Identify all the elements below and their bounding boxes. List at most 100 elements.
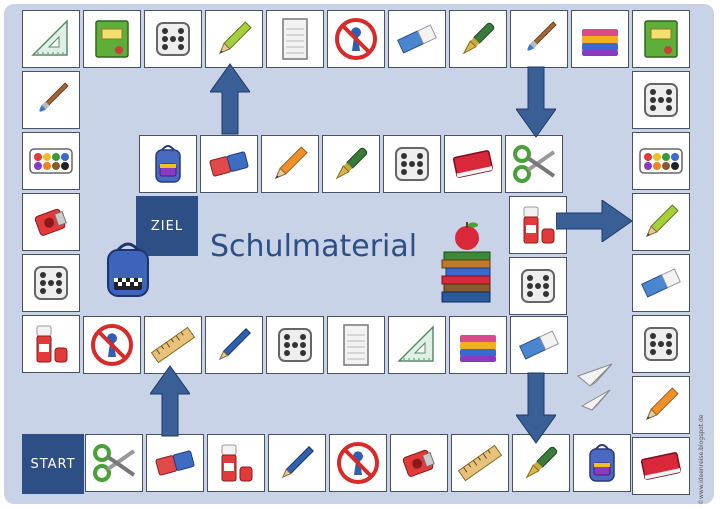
pencil-green-icon	[218, 21, 252, 55]
eraser-blue-icon	[641, 268, 681, 298]
paint-palette-icon	[639, 148, 683, 174]
board-field-pencil-orange[interactable]	[632, 376, 690, 434]
board-field-backpack[interactable]	[573, 434, 631, 492]
board-field-pencil-green[interactable]	[632, 193, 690, 251]
ruler-triangle-icon	[397, 325, 434, 362]
dice-icon	[644, 327, 678, 361]
eraser-red-blue-icon	[209, 151, 249, 177]
backpack-icon	[589, 444, 615, 482]
glue-stick-icon	[523, 206, 555, 244]
dice-icon	[278, 328, 312, 362]
board-field-fountain-pen[interactable]	[322, 135, 380, 193]
board-field-ruler-triangle[interactable]	[388, 316, 446, 374]
dice-icon	[644, 83, 678, 117]
board-field-fountain-pen[interactable]	[449, 10, 507, 68]
eraser-blue-icon	[397, 24, 437, 54]
pencil-blue-icon	[218, 328, 251, 361]
board-field-notepad[interactable]	[266, 10, 324, 68]
board-field-glue-stick[interactable]	[207, 434, 265, 492]
fountain-pen-icon	[335, 147, 368, 180]
board-field-no-entry[interactable]	[329, 434, 387, 492]
board-field-pencil-blue[interactable]	[205, 316, 263, 374]
dice-icon	[34, 266, 68, 300]
board-field-pencil-green[interactable]	[205, 10, 263, 68]
board-field-sharpener[interactable]	[390, 434, 448, 492]
board-field-dice[interactable]	[632, 315, 690, 373]
ruler-triangle-icon	[31, 19, 68, 56]
pencil-orange-icon	[274, 146, 308, 180]
board-field-eraser-blue[interactable]	[632, 254, 690, 312]
board-field-scissors[interactable]	[505, 135, 563, 193]
no-entry-icon	[335, 18, 377, 60]
board-field-eraser-red-blue[interactable]	[200, 135, 258, 193]
folders-icon	[582, 29, 618, 56]
board-field-backpack[interactable]	[139, 135, 197, 193]
board-field-paintbrush[interactable]	[510, 10, 568, 68]
board-field-dice[interactable]	[632, 71, 690, 129]
board-field-notepad[interactable]	[327, 316, 385, 374]
board-field-paint-palette[interactable]	[632, 132, 690, 190]
board-field-ruler[interactable]	[451, 434, 509, 492]
board-field-pencil-blue[interactable]	[268, 434, 326, 492]
arrow-right-icon	[556, 200, 632, 242]
board-field-glue-stick[interactable]	[22, 315, 80, 373]
ruler-icon	[457, 444, 503, 482]
dice-icon	[521, 269, 555, 303]
notebook-green-icon	[95, 20, 129, 58]
board-field-notebook-green[interactable]	[632, 10, 690, 68]
board-field-dice[interactable]	[144, 10, 202, 68]
board-field-dice[interactable]	[266, 316, 324, 374]
sharpener-icon	[34, 208, 67, 236]
start-field[interactable]: START	[22, 434, 84, 494]
no-entry-icon	[337, 442, 379, 484]
arrow-up-icon	[210, 63, 250, 135]
board-field-folders[interactable]	[571, 10, 629, 68]
scissors-icon	[513, 145, 556, 183]
dice-icon	[395, 147, 429, 181]
board-field-dice[interactable]	[22, 254, 80, 312]
notebook-green-icon	[644, 20, 678, 58]
arrow-down-icon	[516, 372, 556, 444]
board-field-fountain-pen[interactable]	[512, 434, 570, 492]
board-field-eraser-red-blue[interactable]	[146, 434, 204, 492]
board-field-no-entry[interactable]	[83, 316, 141, 374]
sharpener-icon	[402, 449, 435, 477]
paper-plane-icon	[577, 363, 613, 411]
board-field-scissors[interactable]	[85, 434, 143, 492]
notepad-icon	[343, 324, 369, 366]
board-field-sharpener[interactable]	[22, 193, 80, 251]
pencil-orange-icon	[645, 387, 679, 421]
no-entry-icon	[91, 324, 133, 366]
book-red-icon	[640, 452, 682, 480]
pencil-blue-icon	[281, 446, 314, 479]
board-field-ruler[interactable]	[144, 316, 202, 374]
arrow-down-icon	[516, 66, 556, 138]
eraser-blue-icon	[519, 330, 559, 360]
pencil-green-icon	[645, 204, 679, 238]
board-field-eraser-blue[interactable]	[388, 10, 446, 68]
board-field-eraser-blue[interactable]	[510, 316, 568, 374]
board-field-folders[interactable]	[449, 316, 507, 374]
board-field-dice[interactable]	[509, 257, 567, 315]
board-field-book-red[interactable]	[444, 135, 502, 193]
eraser-red-blue-icon	[155, 450, 195, 476]
folders-icon	[460, 335, 496, 362]
board-field-dice[interactable]	[383, 135, 441, 193]
paintbrush-icon	[39, 82, 69, 112]
glue-stick-icon	[221, 444, 253, 482]
board-field-paint-palette[interactable]	[22, 132, 80, 190]
board-field-no-entry[interactable]	[327, 10, 385, 68]
paint-palette-icon	[29, 148, 73, 174]
backpack-icon	[155, 145, 181, 183]
goal-field[interactable]: ZIEL	[136, 196, 198, 256]
board-field-ruler-triangle[interactable]	[22, 10, 80, 68]
credit-text: ©www.ideenreise.blogspot.de	[698, 414, 705, 505]
fountain-pen-icon	[462, 22, 495, 55]
board-field-paintbrush[interactable]	[22, 71, 80, 129]
board-field-notebook-green[interactable]	[83, 10, 141, 68]
board-field-pencil-orange[interactable]	[261, 135, 319, 193]
book-red-icon	[452, 150, 494, 178]
board-field-book-red[interactable]	[632, 437, 690, 495]
ruler-icon	[150, 326, 196, 364]
